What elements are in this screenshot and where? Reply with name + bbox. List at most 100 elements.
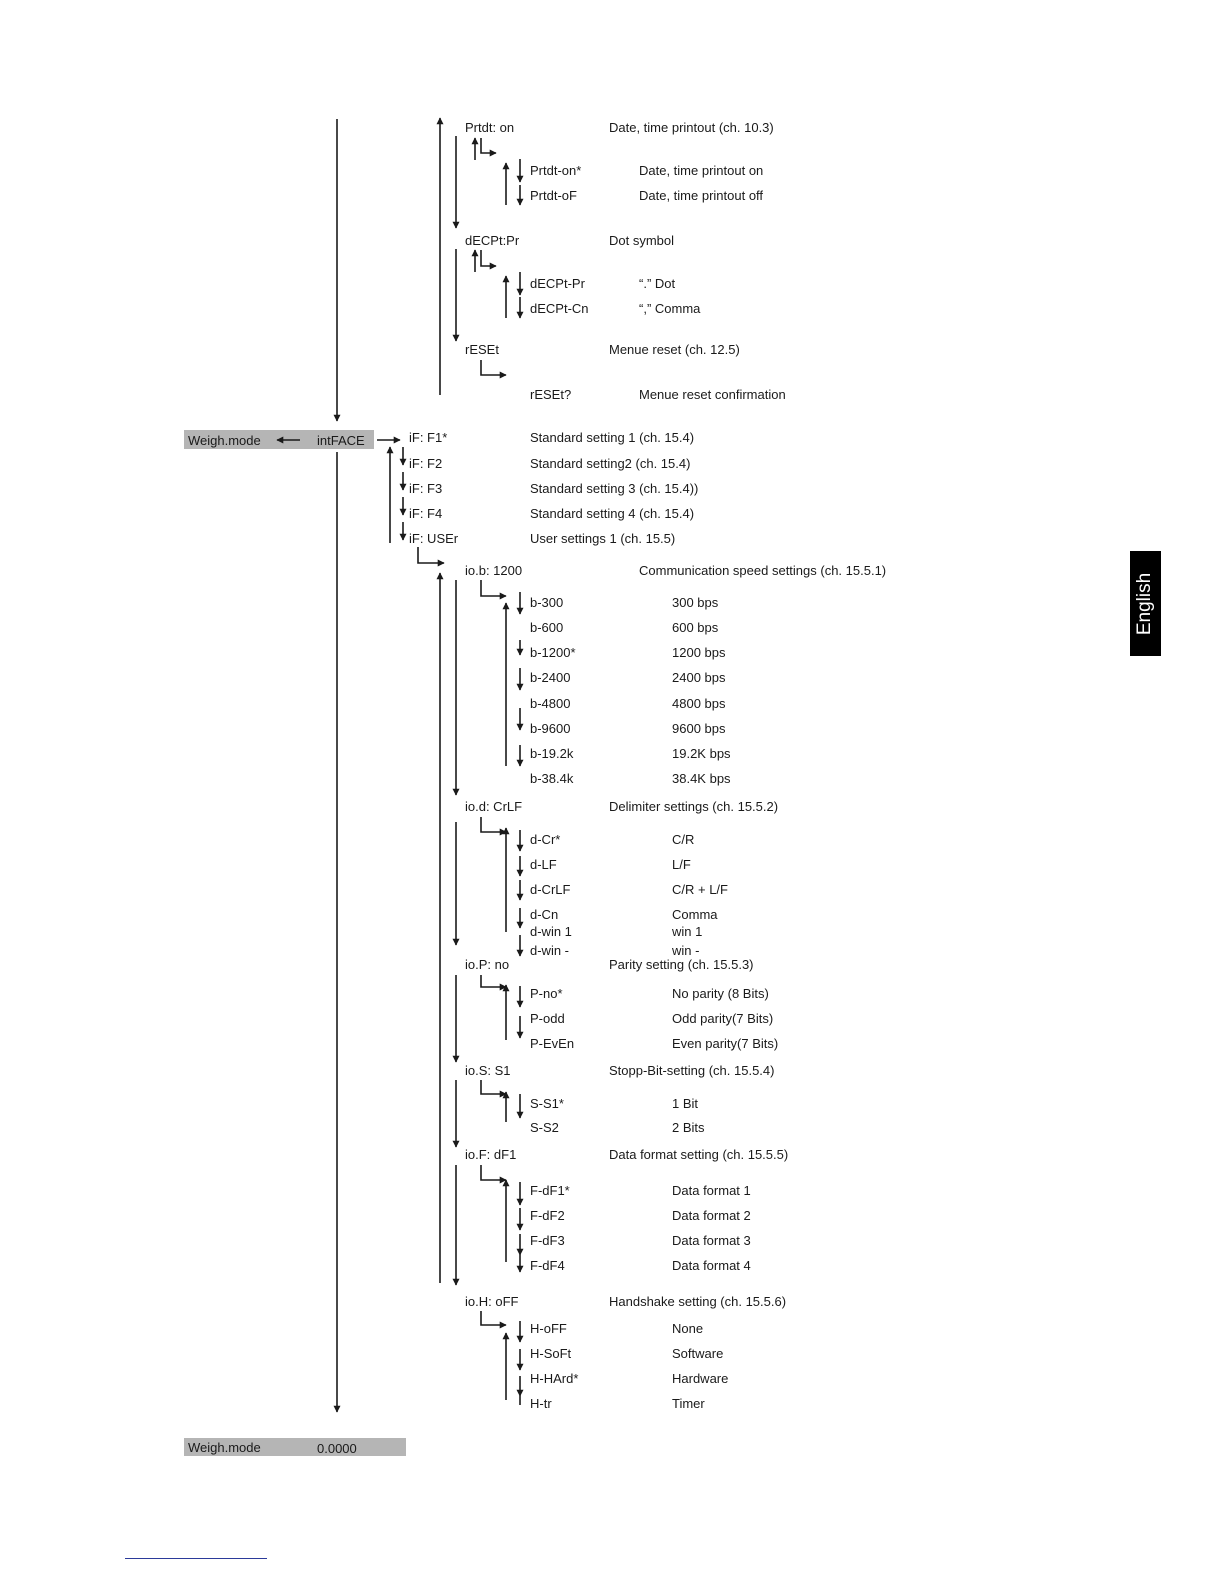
elbow-arrow xyxy=(480,250,497,270)
menu-desc: Stopp-Bit-setting (ch. 15.5.4) xyxy=(609,1063,774,1078)
option-desc: 1200 bps xyxy=(672,645,726,660)
option-desc: Date, time printout off xyxy=(639,188,763,203)
option-desc: Date, time printout on xyxy=(639,163,763,178)
option-desc: win - xyxy=(671,943,699,958)
menu-code: dECPt:Pr xyxy=(465,233,520,248)
elbow-arrow xyxy=(480,580,507,600)
if-desc: Standard setting 1 (ch. 15.4) xyxy=(530,430,694,445)
option-desc: Data format 1 xyxy=(672,1183,751,1198)
menu-code: io.b: 1200 xyxy=(465,563,522,578)
intface-label: intFACE xyxy=(317,433,365,448)
elbow-arrow xyxy=(480,1165,507,1184)
option-code: P-EvEn xyxy=(530,1036,574,1051)
option-code: F-dF3 xyxy=(530,1233,565,1248)
option-desc: C/R + L/F xyxy=(672,882,728,897)
option-desc: Comma xyxy=(672,907,718,922)
option-desc: C/R xyxy=(672,832,694,847)
if-code: iF: F1* xyxy=(409,430,447,445)
if-code: iF: F3 xyxy=(409,481,442,496)
option-desc: “.” Dot xyxy=(639,276,676,291)
option-desc: win 1 xyxy=(671,924,702,939)
option-desc: Menue reset confirmation xyxy=(639,387,786,402)
menu-code: io.S: S1 xyxy=(465,1063,511,1078)
option-code: rESEt? xyxy=(530,387,571,402)
option-code: dECPt-Cn xyxy=(530,301,589,316)
weigh-value: 0.0000 xyxy=(317,1441,357,1456)
option-desc: Data format 3 xyxy=(672,1233,751,1248)
elbow-arrow xyxy=(480,1311,507,1329)
elbow-arrow xyxy=(480,1080,507,1098)
option-desc: L/F xyxy=(672,857,691,872)
elbow-arrow xyxy=(480,360,507,379)
option-code: S-S2 xyxy=(530,1120,559,1135)
if-code: iF: USEr xyxy=(409,531,459,546)
option-code: H-HArd* xyxy=(530,1371,578,1386)
weigh-mode-label-bottom: Weigh.mode xyxy=(188,1440,261,1455)
menu-desc: Communication speed settings (ch. 15.5.1… xyxy=(639,563,886,578)
weigh-mode-bar-bottom xyxy=(184,1438,406,1456)
menu-desc: Date, time printout (ch. 10.3) xyxy=(609,120,774,135)
option-code: P-odd xyxy=(530,1011,565,1026)
menu-desc: Menue reset (ch. 12.5) xyxy=(609,342,740,357)
option-code: b-600 xyxy=(530,620,563,635)
option-code: F-dF4 xyxy=(530,1258,565,1273)
option-code: H-oFF xyxy=(530,1321,567,1336)
option-code: F-dF2 xyxy=(530,1208,565,1223)
connector-arrows xyxy=(333,117,524,1413)
footer-rule xyxy=(125,1558,267,1559)
menu-desc: Data format setting (ch. 15.5.5) xyxy=(609,1147,788,1162)
option-desc: Data format 2 xyxy=(672,1208,751,1223)
option-code: dECPt-Pr xyxy=(530,276,586,291)
menu-code: rESEt xyxy=(465,342,499,357)
option-desc: 2 Bits xyxy=(672,1120,705,1135)
option-desc: 38.4K bps xyxy=(672,771,731,786)
elbow-arrow xyxy=(417,547,445,567)
option-code: b-300 xyxy=(530,595,563,610)
option-code: d-CrLF xyxy=(530,882,571,897)
option-code: P-no* xyxy=(530,986,563,1001)
menu-desc: Delimiter settings (ch. 15.5.2) xyxy=(609,799,778,814)
if-code: iF: F4 xyxy=(409,506,442,521)
language-tab-label: English xyxy=(1134,572,1156,635)
language-tab: English xyxy=(1130,551,1161,656)
option-code: b-19.2k xyxy=(530,746,574,761)
option-desc: Hardware xyxy=(672,1371,728,1386)
option-code: H-SoFt xyxy=(530,1346,572,1361)
option-desc: Even parity(7 Bits) xyxy=(672,1036,778,1051)
option-desc: 300 bps xyxy=(672,595,719,610)
elbow-arrow xyxy=(480,138,497,157)
option-code: b-1200* xyxy=(530,645,576,660)
option-desc: “,” Comma xyxy=(639,301,701,316)
menu-code: Prtdt: on xyxy=(465,120,514,135)
option-desc: 2400 bps xyxy=(672,670,726,685)
elbow-arrow xyxy=(480,817,507,836)
option-desc: 4800 bps xyxy=(672,696,726,711)
option-code: F-dF1* xyxy=(530,1183,570,1198)
option-desc: Timer xyxy=(672,1396,705,1411)
option-code: d-Cr* xyxy=(530,832,560,847)
option-desc: Software xyxy=(672,1346,723,1361)
option-code: d-win - xyxy=(530,943,569,958)
option-code: d-Cn xyxy=(530,907,558,922)
option-code: b-2400 xyxy=(530,670,570,685)
option-code: b-4800 xyxy=(530,696,570,711)
option-code: b-9600 xyxy=(530,721,570,736)
menu-code: io.F: dF1 xyxy=(465,1147,516,1162)
option-desc: Data format 4 xyxy=(672,1258,751,1273)
menu-code: io.d: CrLF xyxy=(465,799,522,814)
option-desc: No parity (8 Bits) xyxy=(672,986,769,1001)
option-code: H-tr xyxy=(530,1396,552,1411)
menu-code: io.P: no xyxy=(465,957,509,972)
option-code: b-38.4k xyxy=(530,771,574,786)
option-desc: Odd parity(7 Bits) xyxy=(672,1011,773,1026)
if-desc: Standard setting 4 (ch. 15.4) xyxy=(530,506,694,521)
elbow-arrow xyxy=(480,975,507,991)
option-desc: 19.2K bps xyxy=(672,746,731,761)
menu-code: io.H: oFF xyxy=(465,1294,519,1309)
option-code: d-LF xyxy=(530,857,557,872)
option-desc: 9600 bps xyxy=(672,721,726,736)
option-desc: 600 bps xyxy=(672,620,719,635)
option-desc: None xyxy=(672,1321,703,1336)
if-desc: Standard setting2 (ch. 15.4) xyxy=(530,456,690,471)
